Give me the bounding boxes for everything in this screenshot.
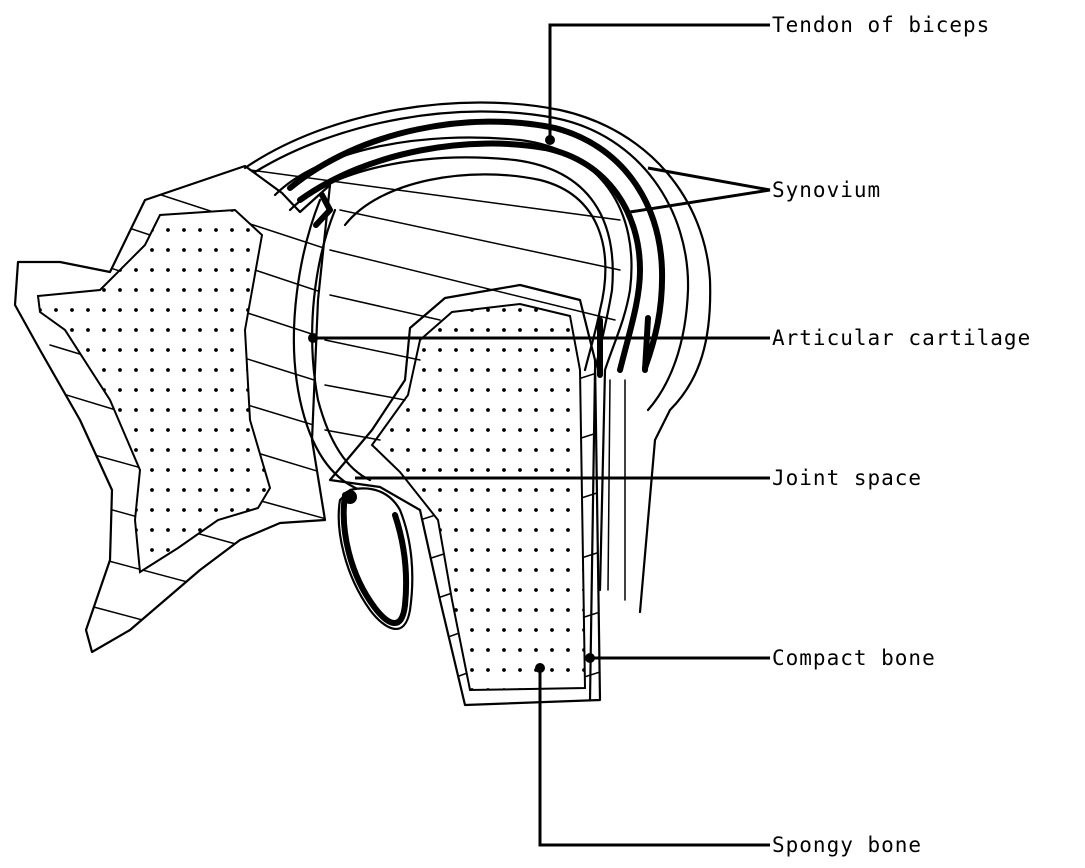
label-compact-bone: Compact bone: [772, 646, 936, 670]
label-spongy-bone: Spongy bone: [772, 833, 922, 857]
leader-compact: [585, 653, 770, 663]
label-articular-cartilage: Articular cartilage: [772, 326, 1031, 350]
label-tendon-of-biceps: Tendon of biceps: [772, 13, 990, 37]
scapula: [15, 166, 330, 670]
label-joint-space: Joint space: [772, 466, 922, 490]
leader-tendon: [545, 25, 770, 145]
label-synovium: Synovium: [772, 178, 881, 202]
